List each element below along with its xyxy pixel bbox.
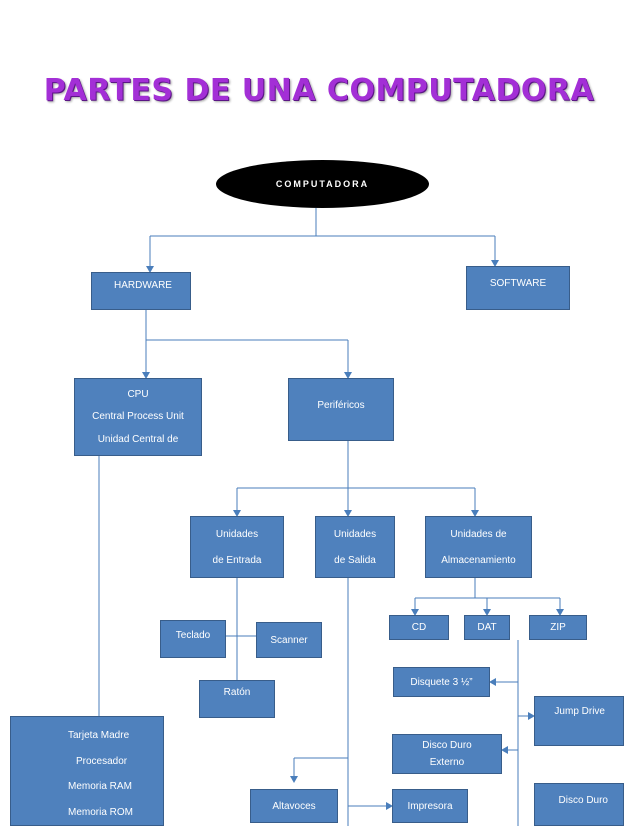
- diagram-title: PARTES DE UNA COMPUTADORA: [43, 73, 595, 108]
- unidades-almacenamiento-box: Unidades de Almacenamiento: [425, 516, 532, 578]
- unidades-salida-box: Unidades de Salida: [315, 516, 395, 578]
- memoria-rom-item: Memoria ROM: [68, 806, 134, 818]
- disco-duro-externo-box: Disco Duro Externo: [392, 734, 502, 774]
- almacenamiento-line1: Unidades de: [450, 528, 507, 540]
- unidades-entrada-box: Unidades de Entrada: [190, 516, 284, 578]
- procesador-item: Procesador: [76, 755, 128, 767]
- cd-box: CD: [389, 615, 449, 640]
- disquete-box: Disquete 3 ½”: [393, 667, 490, 697]
- perifericos-box: Periféricos: [288, 378, 394, 441]
- cpu-subtitle-es: Unidad Central de: [97, 434, 179, 446]
- cpu-label: CPU: [127, 388, 149, 400]
- scanner-box: Scanner: [256, 622, 322, 658]
- zip-box: ZIP: [529, 615, 587, 640]
- entrada-line2: de Entrada: [212, 554, 262, 566]
- memoria-ram-item: Memoria RAM: [68, 781, 132, 793]
- entrada-line1: Unidades: [215, 528, 259, 540]
- root-node-computadora: COMPUTADORA: [216, 160, 429, 208]
- hardware-box: HARDWARE: [91, 272, 191, 310]
- jump-drive-box: Jump Drive: [534, 696, 624, 746]
- disco-externo-line1: Disco Duro: [422, 740, 472, 751]
- disco-duro-box: Disco Duro: [534, 783, 624, 826]
- raton-box: Ratón: [199, 680, 275, 718]
- almacenamiento-line2: Almacenamiento: [441, 554, 516, 566]
- disco-externo-line2: Externo: [429, 757, 465, 768]
- software-box: SOFTWARE: [466, 266, 570, 310]
- salida-line2: de Salida: [334, 554, 376, 566]
- impresora-box: Impresora: [392, 789, 468, 823]
- salida-line1: Unidades: [333, 528, 377, 540]
- dat-box: DAT: [464, 615, 510, 640]
- tarjeta-madre-box: Tarjeta Madre Procesador Memoria RAM Mem…: [10, 716, 164, 826]
- cpu-subtitle-en: Central Process Unit: [92, 411, 184, 423]
- tarjeta-madre-item: Tarjeta Madre: [68, 730, 130, 742]
- teclado-box: Teclado: [160, 620, 226, 658]
- cpu-box: CPU Central Process Unit Unidad Central …: [74, 378, 202, 456]
- altavoces-box: Altavoces: [250, 789, 338, 823]
